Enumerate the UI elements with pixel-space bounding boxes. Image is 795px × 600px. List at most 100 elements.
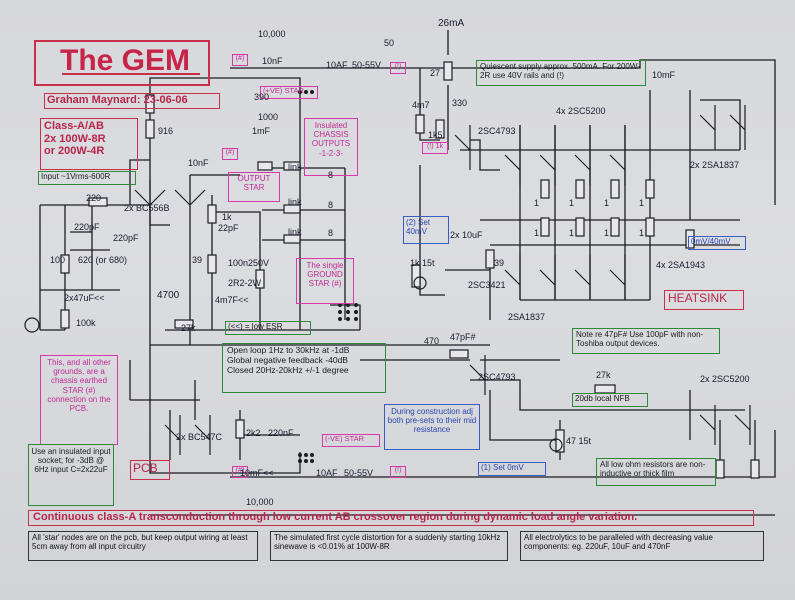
bias-reading-label: 0mV/40mV xyxy=(688,236,746,250)
class-spec-line-3: or 200W-4R xyxy=(44,145,105,158)
emitter-resistor-1: 1 xyxy=(534,198,540,208)
resistor-2r2-2w: 2R2-2W xyxy=(228,278,262,288)
local-nfb-label: 20db local NFB xyxy=(572,393,648,407)
cap-10nf-top: 10nF xyxy=(262,56,283,66)
low-ohm-note: All low ohm resistors are non-inductive … xyxy=(596,458,716,486)
resistor-1k-a: 1k xyxy=(222,212,232,222)
footnote-star-wiring: All 'star' nodes are on the pcb, but kee… xyxy=(28,531,258,561)
cap-2x47uf: 2x47uF<< xyxy=(64,293,105,303)
resistor-220: 220 xyxy=(86,193,102,203)
fuse-marker-bottom: (!) xyxy=(390,466,406,478)
emitter-resistor-4: 1 xyxy=(639,198,645,208)
ground-marker-top: (#) xyxy=(232,54,248,66)
resistor-470: 470 xyxy=(424,336,440,346)
pcb-label: PCB xyxy=(130,460,170,480)
cap-1mf: 1mF xyxy=(252,126,270,136)
cap-10000-bottom: 10,000 xyxy=(246,497,274,507)
ground-marker-mid: (#) xyxy=(222,148,238,160)
cap-47pf: 47pF# xyxy=(450,332,476,342)
driver-2sa1837: 2SA1837 xyxy=(508,312,546,322)
output-2x-2sa1837: 2x 2SA1837 xyxy=(690,160,740,170)
fuse-marker-top: (!) xyxy=(390,62,406,74)
cap-220pf-a: 220pF xyxy=(74,222,100,232)
output-2x-2sc5200: 2x 2SC5200 xyxy=(700,374,750,384)
resistor-1k5: 1k5 xyxy=(428,130,443,140)
resistor-2k2: 2k2 xyxy=(246,428,261,438)
resistor-39-a: 39 xyxy=(192,255,203,265)
resistor-27k-feedback: 27k xyxy=(596,370,611,380)
emitter-resistor-7: 1 xyxy=(604,228,610,238)
output-star-label: OUTPUT STAR xyxy=(228,172,280,202)
construction-note: During construction adj both pre-sets to… xyxy=(384,404,480,450)
cap-4m7: 4m7 xyxy=(412,100,430,110)
voltage-rail-bottom: 50-55V xyxy=(344,468,374,478)
voltage-rail-top: 50-55V xyxy=(352,60,382,70)
cap-22pf: 22pF xyxy=(218,223,239,233)
low-esr-legend: (<<) = low ESR xyxy=(225,321,311,335)
cap-220pf-b: 220pF xyxy=(113,233,139,243)
cap-10nf-left: 10nF xyxy=(188,158,209,168)
emitter-resistor-6: 1 xyxy=(569,228,575,238)
label-50: 50 xyxy=(384,38,395,48)
input-pair-bc556b: 2x BC556B xyxy=(124,203,170,213)
vas-pair-bc547c: 2x BC547C xyxy=(176,432,223,442)
emitter-resistor-5: 1 xyxy=(534,228,540,238)
page-title: The GEM xyxy=(60,44,191,77)
resistor-27k: 27k xyxy=(181,323,196,333)
output-4x-2sa1943: 4x 2SA1943 xyxy=(656,260,706,270)
emitter-resistor-2: 1 xyxy=(569,198,575,208)
emitter-resistor-8: 1 xyxy=(639,228,645,238)
input-socket-note: Use an insulated input socket; for -3dB … xyxy=(28,444,114,506)
preset-2-note: (2) Set 40mV xyxy=(403,216,449,244)
cap-10000-top: 10,000 xyxy=(258,29,286,39)
load-8-b: 8 xyxy=(328,200,334,210)
vbe-2sc3421: 2SC3421 xyxy=(468,280,506,290)
output-4x-2sc5200: 4x 2SC5200 xyxy=(556,106,606,116)
insulated-outputs-label: Insulated CHASSIS OUTPUTS -1-2-3- xyxy=(304,118,358,176)
title-box: The GEM xyxy=(34,40,210,86)
class-spec-line-2: 2x 100W-8R xyxy=(44,132,106,145)
input-spec-note: Input ~1Vrms-600R xyxy=(38,171,136,185)
driver-2sc4793-top: 2SC4793 xyxy=(478,126,516,136)
footnote-electrolytics: All electrolytics to be paralleled with … xyxy=(520,531,764,561)
cap-10af-top: 10AF xyxy=(326,60,348,70)
load-8-a: 8 xyxy=(328,170,334,180)
cap-10mf-right: 10mF xyxy=(652,70,676,80)
resistor-390: 390 xyxy=(254,92,270,102)
driver-2sc4793-bottom: 2SC4793 xyxy=(478,372,516,382)
feedback-spec-line-1: Open loop 1Hz to 30kHz at -1dB xyxy=(227,345,350,355)
load-8-c: 8 xyxy=(328,228,334,238)
design-banner: Continuous class-A transconduction throu… xyxy=(28,510,754,526)
resistor-1k-marker: (!) 1k xyxy=(422,142,448,154)
resistor-4700: 4700 xyxy=(157,290,180,301)
link-1-label: link xyxy=(288,162,302,172)
ground-marker-bottom: (#) xyxy=(232,466,248,478)
cap-10af-bottom: 10AF xyxy=(316,468,338,478)
resistor-100: 100 xyxy=(50,255,66,265)
footnote-distortion: The simulated first cycle distortion for… xyxy=(270,531,508,561)
negative-star-label: (-VE) STAR xyxy=(322,434,380,447)
star-ground-note: This, and all other grounds, are a chass… xyxy=(40,355,118,445)
resistor-27: 27 xyxy=(430,68,441,78)
feedback-spec-box: Open loop 1Hz to 30kHz at -1dB Global ne… xyxy=(222,343,386,393)
cap-220nf: 220nF xyxy=(268,428,294,438)
cap-4m7f: 4m7F<< xyxy=(215,295,249,305)
link-2-label: link xyxy=(288,197,302,207)
cap-100n250v: 100n250V xyxy=(228,258,270,268)
resistor-39-b: 39 xyxy=(494,258,505,268)
quiescent-supply-note: Quiescent supply approx. 500mA. For 200W… xyxy=(476,60,646,86)
class-spec-line-1: Class-A/AB xyxy=(44,120,104,132)
feedback-spec-line-2: Global negative feedback -40dB xyxy=(227,354,348,365)
feedback-spec-line-3: Closed 20Hz-20kHz +/-1 degree xyxy=(227,364,349,375)
preset-1-note: (1) Set 0mV xyxy=(478,462,546,476)
cap-10mf-bottom: 10mF<< xyxy=(240,468,274,478)
resistor-916: 916 xyxy=(158,126,174,136)
link-3-label: link xyxy=(288,227,302,237)
resistor-330: 330 xyxy=(452,98,468,108)
class-spec-box: Class-A/AB 2x 100W-8R or 200W-4R xyxy=(40,118,138,170)
resistor-620: 620 (or 680) xyxy=(78,255,128,265)
preset-47-15t: 47 15t xyxy=(566,436,592,446)
compensation-note: Note re 47pF# Use 100pF with non-Toshiba… xyxy=(572,328,720,354)
